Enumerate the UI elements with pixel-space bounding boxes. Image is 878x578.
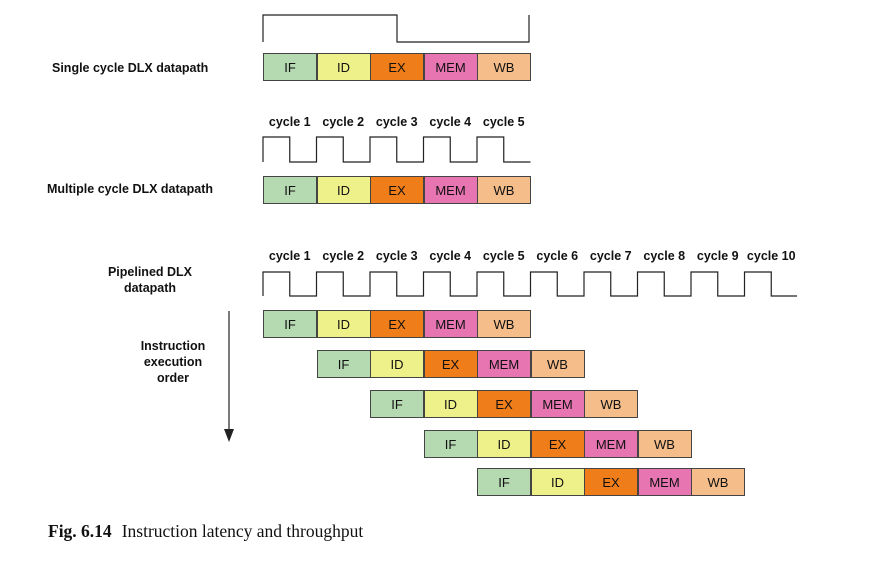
multi-stage-mem: MEM <box>423 176 478 204</box>
pipeline-instr-1-stage-id: ID <box>316 310 371 338</box>
cycle-label-6: cycle 6 <box>536 249 579 263</box>
single-stage-ex: EX <box>370 53 424 81</box>
figure-caption-text: Instruction latency and throughput <box>121 521 364 541</box>
execution-order-line3: order <box>157 371 189 385</box>
multiple-cycle-label: Multiple cycle DLX datapath <box>47 182 214 196</box>
single-stage-wb: WB <box>477 53 531 81</box>
multi-stage-wb: WB <box>477 176 531 204</box>
pipeline-instr-2-stage-if: IF <box>316 350 371 378</box>
cycle-label-2: cycle 2 <box>322 115 365 129</box>
single-stage-mem: MEM <box>423 53 478 81</box>
single-cycle-label: Single cycle DLX datapath <box>52 61 209 75</box>
pipelined-label-line2: datapath <box>123 281 177 295</box>
pipeline-instr-4-stage-id: ID <box>477 430 531 458</box>
cycle-label-3: cycle 3 <box>375 115 418 129</box>
cycle-label-4: cycle 4 <box>429 115 472 129</box>
figure-caption: Fig. 6.14 Instruction latency and through… <box>48 521 363 542</box>
cycle-label-5: cycle 5 <box>482 249 525 263</box>
pipeline-instr-4-stage-mem: MEM <box>584 430 638 458</box>
cycle-label-8: cycle 8 <box>643 249 686 263</box>
cycle-label-1: cycle 1 <box>268 115 311 129</box>
single-cycle-clock <box>262 14 530 43</box>
single-stage-if: IF <box>263 53 317 81</box>
cycle-label-9: cycle 9 <box>696 249 739 263</box>
cycle-label-5: cycle 5 <box>482 115 525 129</box>
execution-order-line2: execution <box>143 355 203 369</box>
pipeline-instr-3-stage-id: ID <box>423 390 478 418</box>
cycle-label-10: cycle 10 <box>746 249 796 263</box>
pipeline-instr-5-stage-id: ID <box>530 468 585 496</box>
pipeline-instr-1-stage-wb: WB <box>477 310 531 338</box>
pipeline-instr-1-stage-ex: EX <box>370 310 424 338</box>
cycle-label-2: cycle 2 <box>322 249 365 263</box>
multi-stage-ex: EX <box>370 176 424 204</box>
multi-stage-if: IF <box>263 176 317 204</box>
pipeline-instr-3-stage-wb: WB <box>584 390 638 418</box>
cycle-label-3: cycle 3 <box>375 249 418 263</box>
pipeline-clock <box>262 271 797 297</box>
pipeline-instr-3-stage-ex: EX <box>477 390 531 418</box>
pipelined-label-line1: Pipelined DLX <box>107 265 193 279</box>
pipelined-label: Pipelined DLX datapath <box>95 264 205 296</box>
cycle-label-7: cycle 7 <box>589 249 632 263</box>
execution-order-arrow-head <box>224 429 234 442</box>
pipeline-instr-1-stage-mem: MEM <box>423 310 478 338</box>
execution-order-line1: Instruction <box>140 339 206 353</box>
pipeline-instr-5-stage-ex: EX <box>584 468 638 496</box>
execution-order-label: Instruction execution order <box>118 338 228 386</box>
pipeline-instr-4-stage-if: IF <box>423 430 478 458</box>
pipeline-instr-5-stage-wb: WB <box>691 468 745 496</box>
multi-stage-id: ID <box>316 176 371 204</box>
pipeline-instr-2-stage-id: ID <box>370 350 424 378</box>
pipeline-instr-2-stage-ex: EX <box>423 350 478 378</box>
pipeline-instr-5-stage-if: IF <box>477 468 531 496</box>
cycle-label-4: cycle 4 <box>429 249 472 263</box>
clock-trace <box>262 136 531 163</box>
pipeline-instr-2-stage-mem: MEM <box>477 350 531 378</box>
pipeline-instr-3-stage-if: IF <box>370 390 424 418</box>
multi-cycle-clock <box>262 136 531 163</box>
pipeline-instr-2-stage-wb: WB <box>530 350 585 378</box>
pipeline-instr-1-stage-if: IF <box>263 310 317 338</box>
figure-number: Fig. 6.14 <box>48 521 112 541</box>
pipeline-instr-5-stage-mem: MEM <box>637 468 692 496</box>
clock-trace <box>262 271 797 297</box>
single-stage-id: ID <box>316 53 371 81</box>
pipeline-instr-3-stage-mem: MEM <box>530 390 585 418</box>
pipeline-instr-4-stage-wb: WB <box>637 430 692 458</box>
cycle-label-1: cycle 1 <box>268 249 311 263</box>
pipeline-instr-4-stage-ex: EX <box>530 430 585 458</box>
